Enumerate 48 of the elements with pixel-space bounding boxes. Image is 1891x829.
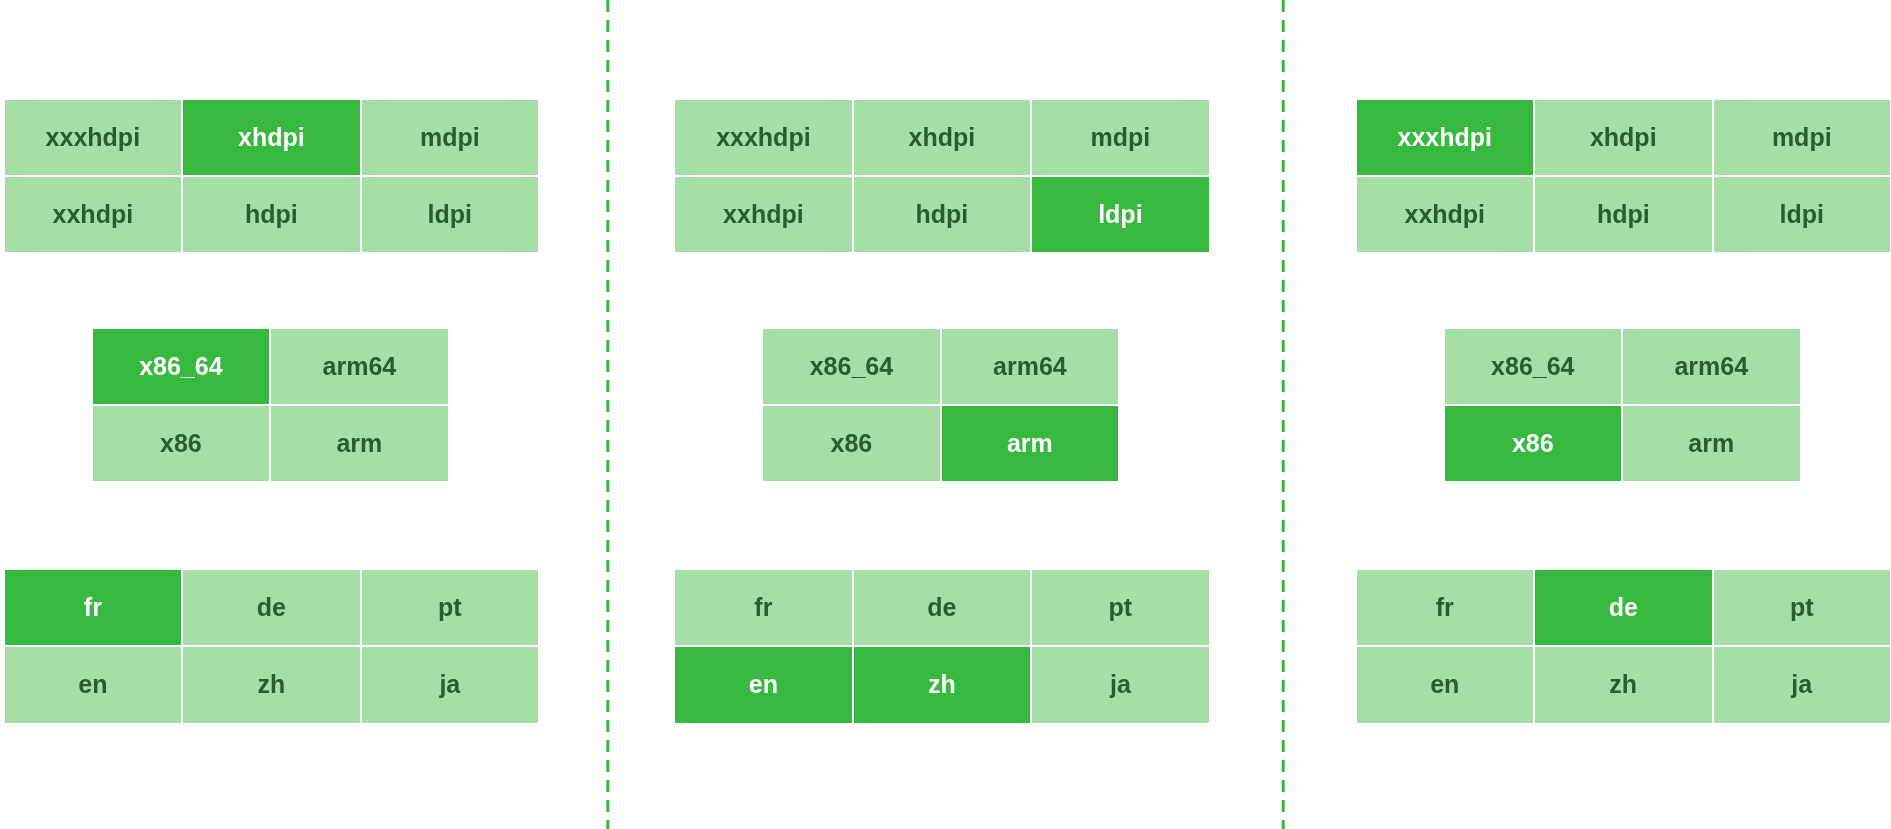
grid-cell: xxxhdpi	[674, 98, 853, 177]
grid-cell: fr	[674, 569, 853, 647]
selected-grid-cell: xhdpi	[182, 98, 361, 177]
selected-grid-cell: de	[1534, 569, 1713, 647]
selected-grid-cell: ldpi	[1031, 176, 1210, 254]
selected-grid-cell: x86_64	[91, 328, 271, 406]
grid-cell: xhdpi	[1534, 98, 1713, 177]
grid-cell: de	[182, 569, 361, 647]
grid-cell: xxhdpi	[3, 176, 183, 254]
grid-cell: x86_64	[762, 328, 941, 406]
grid-cell: x86_64	[1443, 328, 1623, 406]
grid-cell: xxxhdpi	[3, 98, 183, 177]
grid-cell: mdpi	[1031, 98, 1210, 177]
grid-cell: arm	[270, 405, 449, 483]
grid-cell: mdpi	[1712, 98, 1891, 177]
grid-cell: ja	[1712, 646, 1891, 724]
selected-grid-cell: zh	[852, 646, 1032, 724]
selected-grid-cell: xxxhdpi	[1355, 98, 1534, 177]
grid-cell: x86	[91, 405, 271, 483]
grid-cell: arm64	[1622, 328, 1801, 406]
grid-cell: en	[1355, 646, 1534, 724]
grid-cell: mdpi	[360, 98, 540, 177]
grid-cell: ja	[360, 646, 540, 724]
grid-cell: hdpi	[182, 176, 361, 254]
selected-grid-cell: arm	[940, 405, 1120, 483]
grid-cell: fr	[1355, 569, 1534, 647]
selected-grid-cell: fr	[3, 569, 183, 647]
grid-cell: hdpi	[852, 176, 1032, 254]
grid-cell: ldpi	[360, 176, 540, 254]
selected-grid-cell: x86	[1443, 405, 1623, 483]
grid-cell: xxhdpi	[1355, 176, 1534, 254]
selected-grid-cell: en	[674, 646, 853, 724]
grid-cell: pt	[1031, 569, 1210, 647]
grid-cell: x86	[762, 405, 941, 483]
grid-cell: hdpi	[1534, 176, 1713, 254]
grid-cell: ldpi	[1712, 176, 1891, 254]
grid-cell: arm64	[270, 328, 449, 406]
grid-cell: en	[3, 646, 183, 724]
grid-cell: zh	[182, 646, 361, 724]
grid-cell: pt	[360, 569, 540, 647]
grid-cell: arm	[1622, 405, 1801, 483]
grid-cell: pt	[1712, 569, 1891, 647]
grid-cell: de	[852, 569, 1032, 647]
grid-cell: arm64	[940, 328, 1120, 406]
grid-cell: xhdpi	[852, 98, 1032, 177]
grid-cell: xxhdpi	[674, 176, 853, 254]
grid-cell: ja	[1031, 646, 1210, 724]
grid-cell: zh	[1534, 646, 1713, 724]
